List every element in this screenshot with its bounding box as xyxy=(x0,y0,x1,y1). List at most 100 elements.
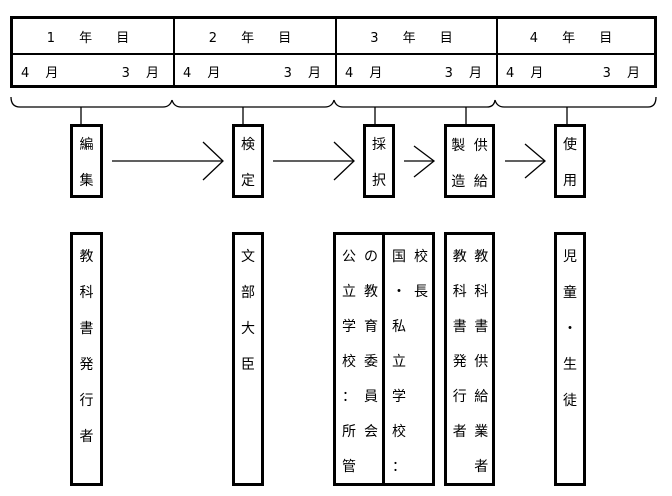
brace-year-4 xyxy=(494,96,657,108)
stage-char: 検 xyxy=(241,137,255,153)
actor-char: 書 xyxy=(474,319,489,336)
actor-national-private-principal: 国校 ・長 私 立 学 校 ： xyxy=(382,232,435,486)
actor-char: 者 xyxy=(452,423,467,440)
actor-char: 業 xyxy=(474,423,489,440)
actor-char: 会 xyxy=(364,423,378,440)
actor-char: 私 xyxy=(392,319,406,336)
year-2-months: 4 月 3 月 xyxy=(175,55,337,88)
actor-char: 書 xyxy=(79,321,94,337)
brace-year-2 xyxy=(171,99,335,108)
actor-char: 育 xyxy=(364,319,378,336)
actor-char: 発 xyxy=(79,357,94,373)
actor-char: 長 xyxy=(414,284,428,301)
end-month: 3 月 xyxy=(444,66,488,81)
actor-students: 児 童 ・ 生 徒 xyxy=(554,232,586,486)
year-1-months: 4 月 3 月 xyxy=(13,55,175,88)
year-1-header: 1 年 目 xyxy=(13,19,175,53)
brace-year-3 xyxy=(333,99,496,108)
stage-authorization: 検 定 xyxy=(232,124,264,198)
stage-char: 使 xyxy=(563,137,577,153)
start-month: 4 月 xyxy=(506,66,550,81)
actor-char: 校 xyxy=(392,423,406,440)
actor-char: 文 xyxy=(241,249,255,265)
stage-char: 造 xyxy=(451,174,466,190)
actor-char: ： xyxy=(342,388,356,405)
actor-char: 教 xyxy=(364,284,378,301)
stage-char: 供 xyxy=(473,138,488,154)
actor-public-school-board: 公の 立教 学育 校委 ： 員 所会 管 xyxy=(333,232,385,486)
actor-char: 教 xyxy=(474,249,489,266)
stage-char: 択 xyxy=(372,173,386,189)
actor-char: 者 xyxy=(79,429,94,445)
actor-char: 教 xyxy=(452,249,467,266)
actor-char: 給 xyxy=(474,388,489,405)
arrow-icon xyxy=(112,141,224,181)
actor-char: 科 xyxy=(452,284,467,301)
stage-use: 使 用 xyxy=(554,124,586,198)
actor-char: 校 xyxy=(414,249,428,266)
actor-char: 校 xyxy=(342,354,356,370)
actor-char: 童 xyxy=(563,285,577,301)
actor-publisher-supplier: 教教 科科 書書 発供 行給 者業 者 xyxy=(444,232,495,486)
actor-char: ・ xyxy=(563,321,577,337)
actor-char: 大 xyxy=(241,321,255,337)
year-3-header: 3 年 目 xyxy=(337,19,498,53)
actor-minister: 文 部 大 臣 xyxy=(232,232,264,486)
actor-char: 国 xyxy=(392,249,406,266)
actor-char: 部 xyxy=(241,285,255,301)
actor-char: 学 xyxy=(392,388,406,405)
actor-char: ： xyxy=(392,458,406,475)
actor-publisher: 教 科 書 発 行 者 xyxy=(70,232,103,486)
start-month: 4 月 xyxy=(21,66,65,81)
actor-char: 臣 xyxy=(241,357,255,373)
stage-char: 製 xyxy=(451,138,466,154)
actor-char: 者 xyxy=(474,458,489,475)
year-2-header: 2 年 目 xyxy=(175,19,337,53)
actor-char: 所 xyxy=(342,423,356,440)
stage-char: 採 xyxy=(372,137,386,153)
arrow-icon xyxy=(404,145,436,178)
arrow-icon xyxy=(273,141,355,181)
start-month: 4 月 xyxy=(345,66,389,81)
actor-char: 生 xyxy=(563,357,577,373)
actor-char: 公 xyxy=(342,249,356,266)
stage-char: 集 xyxy=(79,173,94,189)
actor-char: 教 xyxy=(79,249,94,265)
actor-char: 管 xyxy=(342,458,356,475)
actor-char: ・ xyxy=(392,284,406,301)
actor-char: 児 xyxy=(563,249,577,265)
stage-adoption: 採 択 xyxy=(363,124,395,198)
year-4-header: 4 年 目 xyxy=(529,30,623,46)
stage-char: 給 xyxy=(473,174,488,190)
actor-char: 立 xyxy=(342,284,356,301)
actor-char: 書 xyxy=(452,319,467,336)
brace-year-1 xyxy=(10,96,173,108)
actor-char: 立 xyxy=(392,354,406,370)
year-3-months: 4 月 3 月 xyxy=(337,55,498,88)
stage-char: 定 xyxy=(241,173,255,189)
table-divider xyxy=(13,53,654,55)
stage-char: 編 xyxy=(79,137,94,153)
end-month: 3 月 xyxy=(121,66,165,81)
end-month: 3 月 xyxy=(602,66,646,81)
start-month: 4 月 xyxy=(183,66,227,81)
stage-char: 用 xyxy=(563,173,577,189)
actor-char: の xyxy=(364,249,378,266)
actor-char: 発 xyxy=(452,354,467,370)
actor-char: 委 xyxy=(364,354,378,370)
year-4-months: 4 月 3 月 xyxy=(498,55,654,88)
actor-char: 供 xyxy=(474,354,489,370)
actor-char: 行 xyxy=(79,393,94,409)
end-month: 3 月 xyxy=(283,66,327,81)
timeline-table: 1 年 目 2 年 目 3 年 目 4 年 目 4 月 3 月 4 月 3 月 … xyxy=(10,16,657,88)
actor-char: 科 xyxy=(79,285,94,301)
actor-char: 員 xyxy=(364,388,378,405)
stage-editing: 編 集 xyxy=(70,124,103,198)
arrow-icon xyxy=(505,143,547,179)
actor-char: 行 xyxy=(452,388,467,405)
stage-manufacture-supply: 製供 造給 xyxy=(444,124,495,198)
actor-char: 科 xyxy=(474,284,489,301)
actor-char: 徒 xyxy=(563,393,577,409)
actor-char: 学 xyxy=(342,319,356,336)
